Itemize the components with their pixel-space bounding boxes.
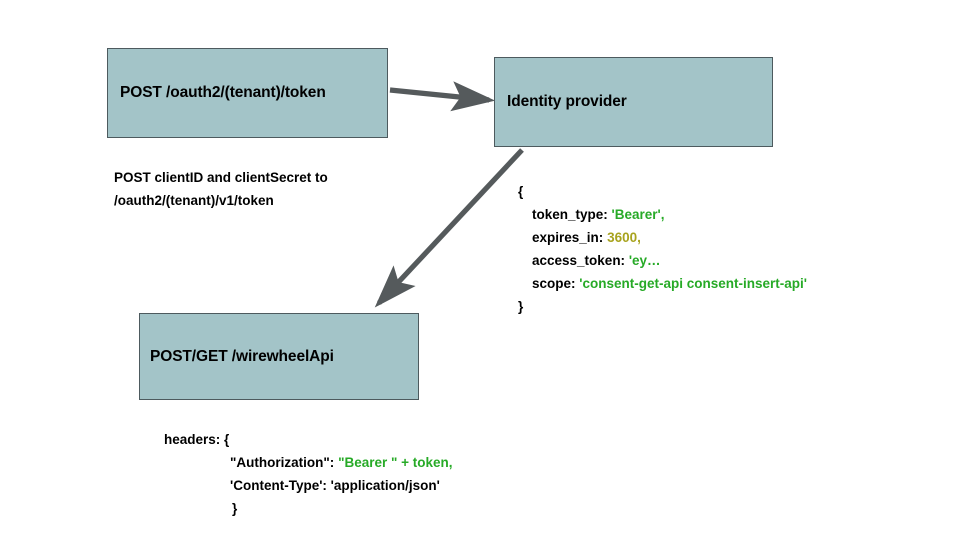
node-token-endpoint-label: POST /oauth2/(tenant)/token (120, 84, 326, 101)
headers-open: headers: { (164, 432, 230, 447)
node-identity-provider[interactable]: Identity provider (494, 57, 773, 147)
headers-line-content-type: 'Content-Type': 'application/json' (230, 478, 440, 493)
response-line-expires-in: expires_in: 3600, (518, 226, 807, 249)
headers-close: } (232, 501, 238, 516)
annotation-request-note-line2: /oauth2/(tenant)/v1/token (114, 193, 274, 208)
response-close-brace: } (518, 299, 524, 314)
request-headers-block: headers: { "Authorization": "Bearer " + … (164, 428, 453, 520)
arrow-token-to-identity-provider (389, 81, 496, 112)
response-key-expires-in: expires_in: (532, 230, 604, 245)
node-wirewheel-api-label: POST/GET /wirewheelApi (150, 347, 334, 365)
headers-value-authorization: "Bearer " + token, (338, 455, 453, 470)
headers-key-authorization: "Authorization": (230, 455, 335, 470)
response-open-brace: { (518, 184, 524, 199)
response-key-token-type: token_type: (532, 207, 608, 222)
response-value-access-token: 'ey… (628, 253, 661, 268)
response-value-token-type: 'Bearer', (611, 207, 665, 222)
response-line-token-type: token_type: 'Bearer', (518, 203, 807, 226)
response-key-access-token: access_token: (532, 253, 626, 268)
node-token-endpoint[interactable]: POST /oauth2/(tenant)/token (107, 48, 388, 138)
annotation-request-note: POST clientID and clientSecret to /oauth… (114, 166, 328, 212)
headers-line-authorization: "Authorization": "Bearer " + token, (164, 451, 453, 474)
arrow-identity-provider-to-api (374, 148, 524, 308)
token-response-block: { token_type: 'Bearer', expires_in: 3600… (518, 180, 807, 318)
annotation-request-note-line1: POST clientID and clientSecret to (114, 170, 328, 185)
response-key-scope: scope: (532, 276, 576, 291)
response-line-access-token: access_token: 'ey… (518, 249, 807, 272)
response-line-scope: scope: 'consent-get-api consent-insert-a… (518, 272, 807, 295)
response-value-expires-in: 3600, (607, 230, 641, 245)
node-identity-provider-label: Identity provider (507, 93, 627, 110)
response-value-scope: 'consent-get-api consent-insert-api' (579, 276, 807, 291)
node-wirewheel-api[interactable]: POST/GET /wirewheelApi (139, 313, 419, 400)
